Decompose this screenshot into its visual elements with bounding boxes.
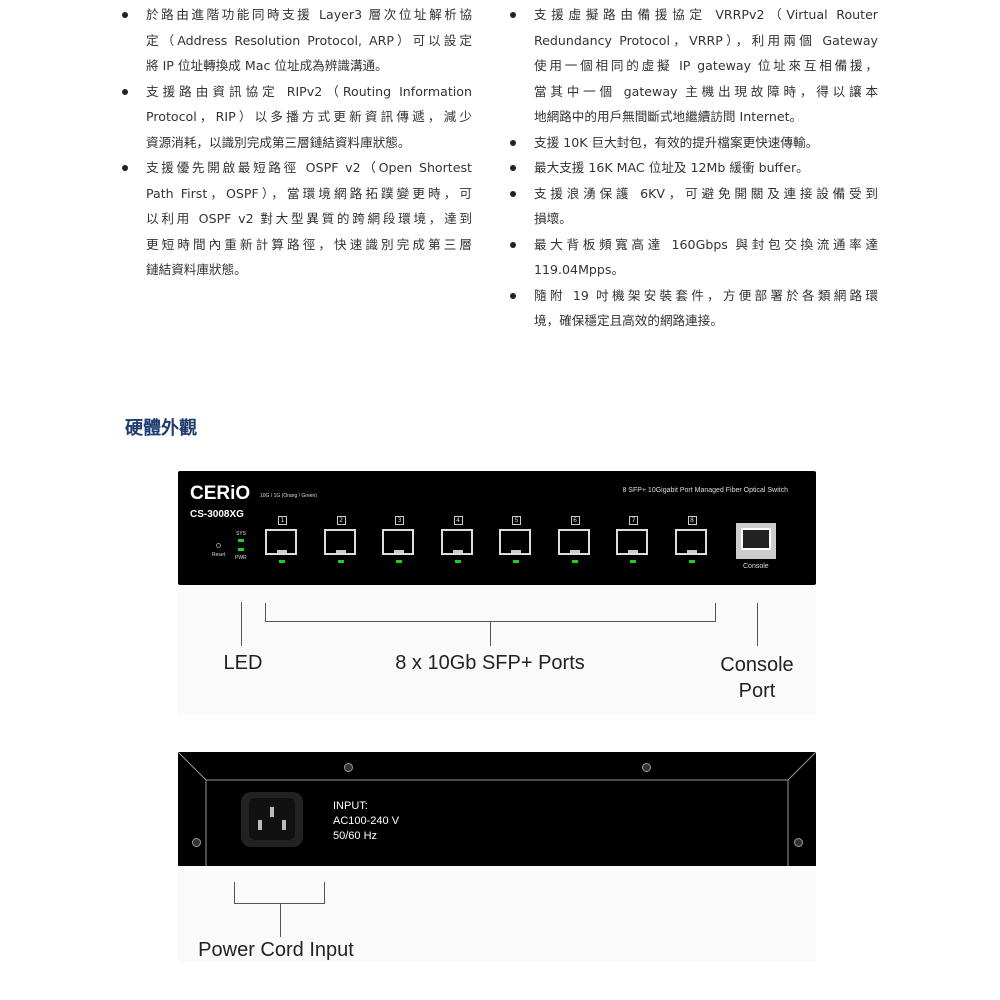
sfp-port-6: 6: [557, 516, 590, 563]
model-number: CS-3008XG: [190, 509, 244, 520]
feature-line: 資源消耗，以識別完成第三層鏈結資料庫狀態。: [146, 134, 411, 150]
sfp-port-5: 5: [499, 516, 531, 563]
input-voltage: AC100-240 V: [333, 815, 400, 827]
bullet-dot: [510, 241, 516, 248]
feature-bullet: 最大支援 16K MAC 位址及 12Mb 緩衝 buffer。: [510, 155, 878, 181]
feature-line: Redundancy Protocol，VRRP），利用兩個 Gateway: [534, 32, 878, 48]
chassis-outline: [178, 752, 816, 866]
power-cord-label: Power Cord Input: [198, 939, 354, 961]
console-port-label-2: Port: [738, 680, 776, 702]
port-led: [454, 560, 461, 563]
pwr-label: PWR: [235, 555, 247, 561]
feature-line: Path First，OSPF），當環境網路拓蹼變更時，可: [146, 185, 472, 201]
feature-line: 支援浪湧保護 6KV，可避免開關及連接設備受到: [534, 185, 878, 201]
feature-line: 支援 10K 巨大封包，有效的提升檔案更快速傳輸。: [534, 134, 819, 150]
bullet-dot: [122, 88, 128, 95]
port-number: 7: [629, 516, 638, 525]
input-label: INPUT:: [333, 800, 368, 812]
feature-line: 損壞。: [534, 211, 572, 226]
feature-line: 119.04Mpps。: [534, 262, 625, 277]
screw: [642, 763, 651, 772]
sfp-port-8: 8: [674, 516, 707, 563]
port-led: [571, 560, 578, 563]
bullet-dot: [122, 12, 128, 18]
reset-label: Reset: [212, 552, 226, 558]
feature-bullet: 最大背板頻寬高達 160Gbps 與封包交換流通率達 119.04Mpps。: [510, 232, 878, 283]
feature-line: 鏈結資料庫狀態。: [146, 262, 247, 277]
feature-line: Protocol，RIP）以多播方式更新資訊傳遞，減少: [146, 109, 472, 124]
port-led: [279, 560, 285, 563]
port-number: 3: [395, 516, 404, 525]
sfp-port-1: 1: [265, 516, 297, 563]
sfp-port-2: 2: [323, 516, 356, 563]
sfp-port-3: 3: [382, 516, 414, 563]
sys-label: SYS: [236, 531, 247, 537]
feature-line: 以利用 OSPF v2 對大型異質的跨網段環境，達到: [146, 211, 472, 226]
feature-line: 地網路中的用戶無間斷式地繼續訪問 Internet。: [534, 109, 803, 124]
feature-bullet: 支援 10K 巨大封包，有效的提升檔案更快速傳輸。: [510, 130, 878, 156]
screw: [192, 838, 201, 847]
feature-line: 定（Address Resolution Protocol, ARP）可以設定: [146, 32, 472, 48]
screw: [794, 838, 803, 847]
feature-line: 支援路由資訊協定 RIPv2（Routing Information: [146, 83, 472, 99]
callout-area: [178, 585, 816, 715]
feature-line: 當其中一個 gateway 主機出現故障時，得以讓本: [534, 83, 878, 99]
feature-line: 境，確保穩定且高效的網路連接。: [534, 313, 723, 328]
feature-line: 將 IP 位址轉換成 Mac 位址成為辨識溝通。: [146, 58, 388, 73]
port-number: 1: [278, 516, 287, 525]
sys-led: [238, 539, 244, 542]
power-socket: [241, 792, 303, 847]
port-led: [630, 560, 636, 563]
pwr-led: [238, 548, 244, 551]
port-number: 8: [687, 516, 697, 525]
feature-line: 最大支援 16K MAC 位址及 12Mb 緩衝 buffer。: [534, 160, 809, 175]
port-number: 6: [570, 516, 580, 525]
screw: [344, 763, 353, 772]
sfp-ports-label: 8 x 10Gb SFP+ Ports: [395, 652, 585, 674]
led-label: LED: [223, 652, 263, 674]
console-port-label-1: Console: [720, 654, 794, 676]
port-led: [396, 560, 402, 563]
bullet-dot: [510, 292, 516, 299]
feature-bullet: 支援浪湧保護 6KV，可避免開關及連接設備受到損壞。: [510, 181, 878, 232]
port-led: [337, 560, 344, 563]
bullet-dot: [510, 190, 516, 197]
feature-line: 使用一個相同的虛擬 IP gateway 位址來互相備援，: [534, 58, 878, 73]
port-number: 5: [512, 516, 521, 525]
product-name: 8 SFP+ 10Gigabit Port Managed Fiber Opti…: [622, 487, 788, 494]
speed-note: 10G / 1G (Orang / Green): [260, 493, 317, 499]
section-title: 硬體外觀: [125, 418, 197, 439]
input-frequency: 50/60 Hz: [333, 830, 378, 842]
bullet-dot: [510, 12, 516, 18]
feature-line: 支援優先開啟最短路徑 OSPF v2（Open Shortest: [146, 160, 472, 175]
switch-front-panel: CERiO CS-3008XG 10G / 1G (Orang / Green)…: [178, 471, 816, 585]
feature-list-left: 於路由進階功能同時支援 Layer3 層次位址解析協定（Address Reso…: [122, 2, 472, 283]
feature-bullet: 於路由進階功能同時支援 Layer3 層次位址解析協定（Address Reso…: [122, 2, 472, 79]
feature-line: 最大背板頻寬高達 160Gbps 與封包交換流通率達: [534, 236, 878, 252]
port-led: [513, 560, 519, 563]
bullet-dot: [510, 165, 516, 171]
sfp-port-7: 7: [616, 516, 648, 563]
switch-back-panel: INPUT: AC100-240 V 50/60 Hz: [178, 752, 816, 866]
port-led: [688, 560, 695, 563]
feature-line: 支援虛擬路由備援協定 VRRPv2（Virtual Router: [534, 7, 878, 22]
reset-button[interactable]: [216, 543, 221, 548]
feature-line: 更短時間內重新計算路徑，快速識別完成第三層: [146, 236, 472, 252]
port-number: 2: [336, 516, 346, 525]
brand-logo: CERiO: [190, 483, 251, 504]
callout-area-back: [178, 866, 816, 962]
feature-line: 於路由進階功能同時支援 Layer3 層次位址解析協: [146, 7, 472, 22]
port-number: 4: [453, 516, 463, 525]
bullet-dot: [122, 165, 128, 171]
feature-bullet: 隨附 19 吋機架安裝套件，方便部署於各類網路環境，確保穩定且高效的網路連接。: [510, 283, 878, 334]
bullet-dot: [510, 139, 516, 146]
console-port: [736, 523, 776, 559]
console-label: Console: [743, 563, 769, 570]
sfp-port-4: 4: [440, 516, 473, 563]
feature-line: 隨附 19 吋機架安裝套件，方便部署於各類網路環: [534, 287, 878, 303]
